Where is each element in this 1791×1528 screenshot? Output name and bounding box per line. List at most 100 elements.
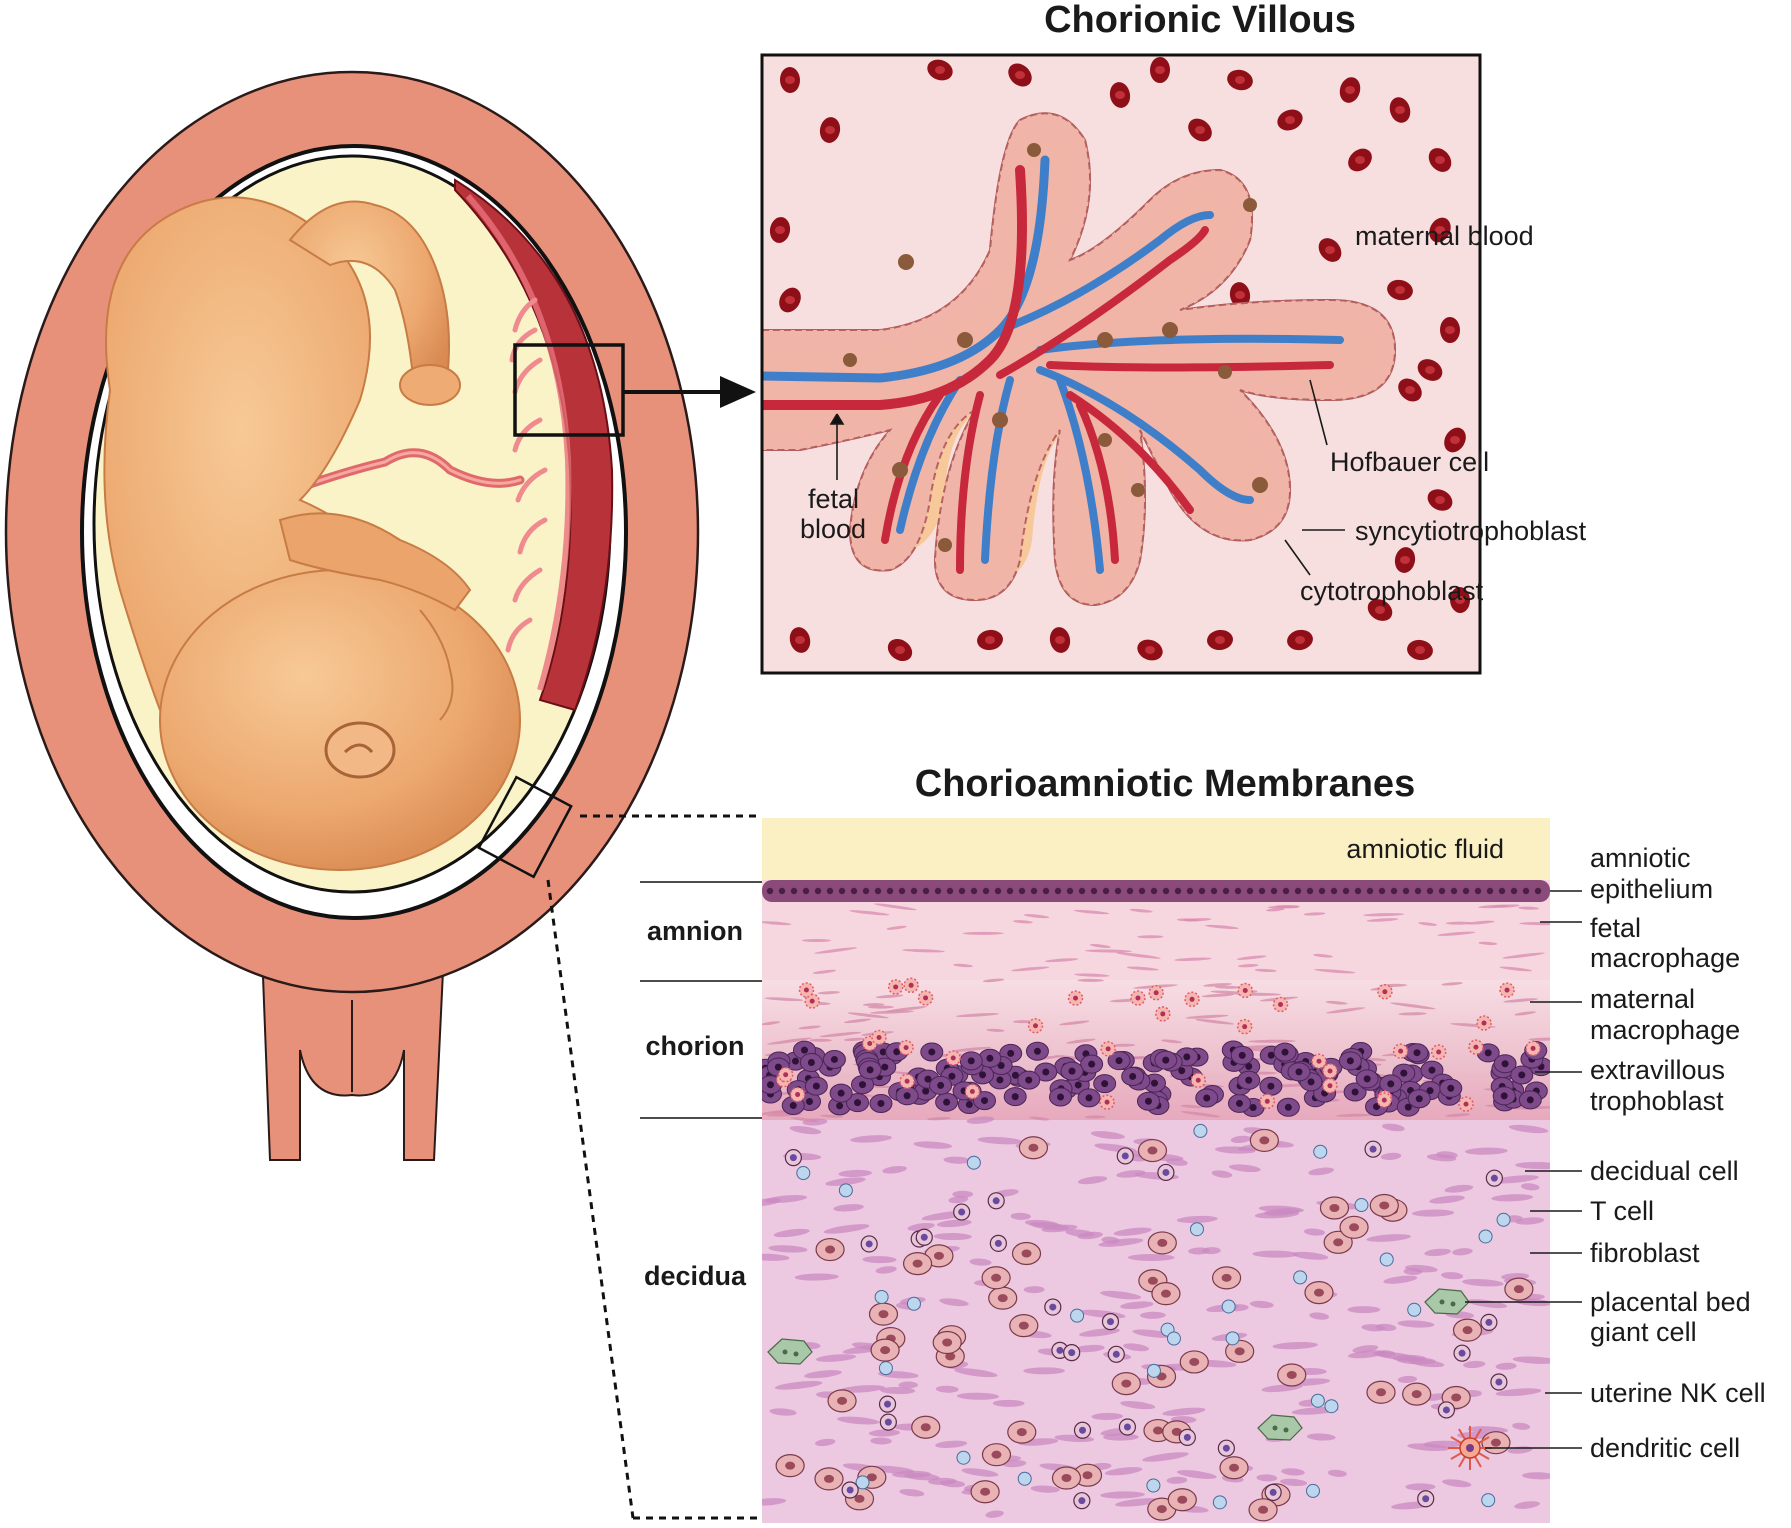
red-blood-cell [1229, 282, 1251, 308]
t-cell [1017, 1471, 1032, 1486]
macrophage [798, 982, 815, 998]
macrophage [1468, 1039, 1484, 1055]
ev-trophoblast-cell [1287, 1062, 1311, 1082]
ev-trophoblast-cell [920, 1042, 944, 1062]
label-decidual-cell: decidual cell [1590, 1156, 1739, 1186]
uterine-nk-cell [879, 1413, 897, 1431]
label-dendritic-cell: dendritic cell [1590, 1433, 1740, 1463]
decidual-cell [1111, 1372, 1141, 1396]
macrophage [945, 1050, 961, 1066]
red-blood-cell [1348, 148, 1372, 172]
uterus-illustration [4, 70, 700, 1161]
ev-trophoblast-cell [804, 1076, 828, 1096]
fetus [103, 196, 521, 871]
t-cell [1189, 1222, 1204, 1237]
arrow-right-icon [624, 376, 756, 408]
red-blood-cell [927, 59, 953, 81]
decidual-cell [981, 1266, 1011, 1290]
uterine-nk-cell [1217, 1439, 1235, 1457]
decidual-cell [1323, 1230, 1353, 1254]
macrophage [1155, 1006, 1171, 1022]
membrane-leaders [1465, 890, 1582, 1449]
ev-trophoblast-cell [1379, 1074, 1403, 1094]
red-blood-cell [1227, 69, 1253, 91]
dashed-zoom-lines [546, 814, 762, 1520]
macrophage [1184, 991, 1200, 1008]
macrophage [1148, 985, 1164, 1001]
label-maternal-macrophage-2: macrophage [1590, 1015, 1740, 1045]
red-blood-cell [1428, 148, 1452, 172]
ev-trophoblast-cell [1077, 1088, 1101, 1108]
uterine-nk-cell [1157, 1163, 1175, 1182]
decidual-cell [970, 1480, 1000, 1504]
ev-trophoblast-cell [1492, 1086, 1516, 1106]
ev-trophoblast-cell [1407, 1089, 1431, 1109]
macrophage [1311, 1053, 1327, 1069]
uterine-nk-cell [1453, 1344, 1471, 1362]
t-cell [1313, 1144, 1328, 1159]
label-fetal-blood-2: blood [800, 514, 866, 544]
red-blood-cell [1367, 599, 1393, 621]
ev-trophoblast-cell [973, 1091, 997, 1111]
ev-trophoblast-cell [1195, 1088, 1219, 1108]
ev-trophoblast-cell [829, 1083, 853, 1103]
label-fibroblast: fibroblast [1590, 1238, 1700, 1268]
t-cell [1166, 1331, 1181, 1346]
label-amniotic-epithelium-1: amniotic [1590, 843, 1691, 873]
decidual-cell [902, 1251, 933, 1276]
amniotic-fluid-band [762, 818, 1550, 880]
label-fetal-macrophage-1: fetal [1590, 913, 1641, 943]
uterine-nk-cell [784, 1149, 802, 1167]
label-t-cell: T cell [1590, 1196, 1654, 1226]
placental-bed-giant-cell [1257, 1414, 1303, 1441]
macrophage [1392, 1043, 1409, 1059]
membrane-label-column: amniotic epithelium fetal macrophage mat… [1590, 843, 1766, 1463]
label-fetal-blood-1: fetal [808, 484, 859, 514]
t-cell [1212, 1495, 1227, 1510]
epithelium-nuclei [766, 887, 1542, 895]
macrophage [789, 1086, 806, 1103]
villous-title: Chorionic Villous [1044, 0, 1356, 41]
ev-trophoblast-cell [1034, 1062, 1058, 1082]
macrophage [1499, 982, 1515, 998]
label-amniotic-fluid: amniotic fluid [1346, 834, 1504, 864]
fetal-vessels [762, 155, 1344, 574]
red-blood-cell [1318, 238, 1342, 262]
decidual-cell [1211, 1266, 1242, 1290]
red-blood-cell [769, 217, 791, 243]
macrophage [1322, 1077, 1338, 1094]
uterine-nk-cell [1264, 1483, 1282, 1502]
ev-trophoblast-cell [1025, 1041, 1049, 1061]
red-blood-cells [769, 57, 1471, 662]
decidual-cell [988, 1286, 1018, 1310]
label-maternal-macrophage-1: maternal [1590, 984, 1695, 1014]
macrophage [1236, 1018, 1253, 1035]
hofbauer-cells [843, 143, 1268, 552]
macrophage [1272, 996, 1289, 1013]
red-blood-cell [1398, 378, 1422, 402]
decidual-cell [870, 1338, 900, 1362]
red-blood-cell [819, 117, 841, 143]
placental-bed-giant-cell [767, 1338, 813, 1365]
decidual-cell [1219, 1456, 1249, 1480]
uterine-nk-cell [1044, 1298, 1062, 1316]
uterine-nk-cell [1118, 1418, 1137, 1436]
red-blood-cell [887, 638, 913, 662]
red-blood-cell [1149, 57, 1171, 83]
red-blood-cell [1207, 629, 1233, 651]
uterine-nk-cell [1101, 1313, 1120, 1331]
decidual-cell [932, 1330, 962, 1355]
macrophage [1237, 982, 1253, 999]
t-cell [1221, 1299, 1236, 1314]
uterine-nk-cell [1107, 1345, 1125, 1363]
macrophage [964, 1083, 981, 1100]
label-hofbauer-cell: Hofbauer cell [1330, 447, 1489, 477]
label-placental-bed-giant-cell-2: giant cell [1590, 1317, 1697, 1347]
ev-trophoblast-cell [1121, 1066, 1145, 1086]
magnify-box-villous [513, 343, 625, 437]
macrophage [1130, 990, 1146, 1006]
ev-trophoblast-cell [1048, 1087, 1072, 1107]
decidual-cell [1179, 1350, 1209, 1374]
decidual-cell [1167, 1488, 1197, 1512]
extravillous-trophoblast-layer [762, 977, 1550, 1118]
